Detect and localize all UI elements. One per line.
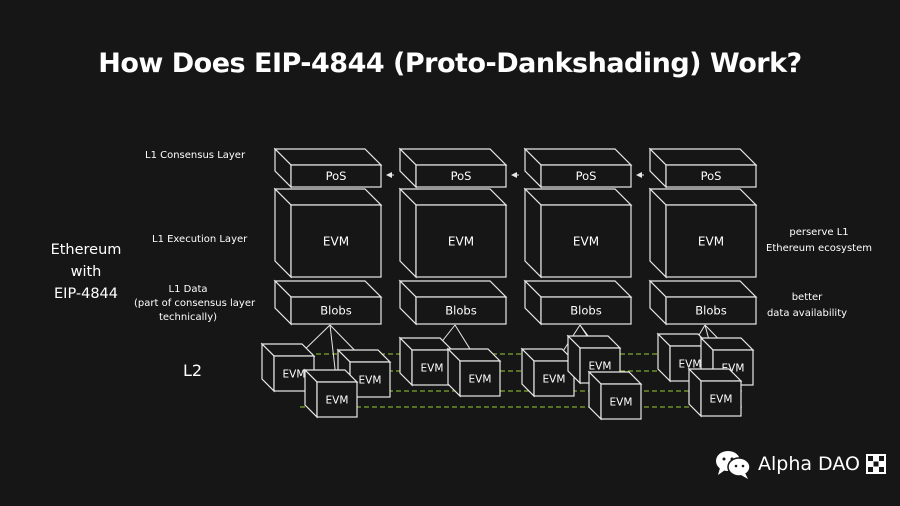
l2-evm-box-3-2-label: EVM xyxy=(589,360,612,372)
pos-box-4-label: PoS xyxy=(701,169,722,183)
page-title: How Does EIP-4844 (Proto-Dankshading) Wo… xyxy=(98,48,802,79)
evm-box-4-label: EVM xyxy=(698,234,724,248)
pos-box-3-top-face xyxy=(523,148,633,166)
ethereum-label-line-2: with xyxy=(70,264,102,280)
l2-evm-box-1-2-label: EVM xyxy=(359,374,382,386)
wechat-icon xyxy=(716,451,751,479)
side-note-ecosystem-line-1: perserve L1 xyxy=(789,227,849,238)
l2-label: L2 xyxy=(183,361,203,380)
watermark: Alpha DAO xyxy=(714,446,886,482)
pos-box-1: PoS xyxy=(273,147,383,189)
blobs-box-2-front-face xyxy=(415,296,507,325)
evm-box-2-front-face xyxy=(415,204,507,278)
pos-box-2-top-face xyxy=(398,148,508,166)
evm-box-3-front-face xyxy=(540,204,632,278)
l2-evm-box-3-3: EVM xyxy=(587,370,643,421)
blobs-box-2: Blobs xyxy=(398,279,508,326)
evm-box-3-side-face xyxy=(524,187,542,279)
blobs-box-3-front-face xyxy=(540,296,632,325)
pos-box-1-label: PoS xyxy=(326,169,347,183)
evm-box-1-front-face xyxy=(290,204,382,278)
l2-evm-box-3-1-front-face xyxy=(533,360,575,397)
blobs-box-4-top-face xyxy=(648,280,758,298)
evm-box-4-side-face xyxy=(649,187,667,279)
pos-box-3-label: PoS xyxy=(576,169,597,183)
l2-evm-box-1-3: EVM xyxy=(303,368,359,419)
data-layer-line-2: (part of consensus layer xyxy=(134,298,256,309)
evm-box-4-top-face xyxy=(648,188,758,206)
l2-evm-box-1-1: EVM xyxy=(260,342,316,393)
data-layer-line-3: technically) xyxy=(158,312,218,323)
evm-box-1: EVM xyxy=(273,187,383,279)
blobs-box-3: Blobs xyxy=(523,279,633,326)
blobs-box-3-label: Blobs xyxy=(570,304,601,318)
l2-evm-box-3-1-label: EVM xyxy=(543,373,566,385)
data-layer-line-1: L1 Data xyxy=(168,284,208,295)
l2-evm-box-2-2: EVM xyxy=(446,347,502,398)
evm-box-4: EVM xyxy=(648,187,758,279)
checker-logo-icon xyxy=(865,454,886,474)
blobs-box-4: Blobs xyxy=(648,279,758,326)
l2-evm-box-1-3-label: EVM xyxy=(326,394,349,406)
l2-evm-box-1-3-front-face xyxy=(316,381,358,418)
data-layer-label: L1 Data (part of consensus layer technic… xyxy=(134,283,256,325)
evm-box-1-side-face xyxy=(274,187,292,279)
execution-layer-label: L1 Execution Layer xyxy=(152,234,248,245)
blobs-box-2-top-face xyxy=(398,280,508,298)
watermark-text: Alpha DAO xyxy=(758,453,860,475)
side-note-availability-line-2: data availability xyxy=(766,308,848,319)
blobs-box-4-front-face xyxy=(665,296,757,325)
pos-box-2-front-face xyxy=(415,164,507,188)
side-note-ecosystem: perserve L1 Ethereum ecosystem xyxy=(749,225,889,257)
blobs-box-1-top-face xyxy=(273,280,383,298)
ethereum-label-line-1: Ethereum xyxy=(50,242,122,258)
l2-evm-box-2-2-label: EVM xyxy=(469,373,492,385)
consensus-layer-label: L1 Consensus Layer xyxy=(145,150,246,161)
pos-box-4-front-face xyxy=(665,164,757,188)
blobs-box-1: Blobs xyxy=(273,279,383,326)
side-note-ecosystem-line-2: Ethereum ecosystem xyxy=(766,243,872,254)
blobs-box-3-top-face xyxy=(523,280,633,298)
evm-box-3-label: EVM xyxy=(573,234,599,248)
side-note-availability-line-1: better xyxy=(791,292,823,303)
ethereum-label-line-3: EIP-4844 xyxy=(54,286,118,302)
evm-box-4-front-face xyxy=(665,204,757,278)
evm-box-1-top-face xyxy=(273,188,383,206)
evm-box-2-side-face xyxy=(399,187,417,279)
l2-evm-box-2-1: EVM xyxy=(398,336,454,387)
l2-evm-box-2-2-front-face xyxy=(459,360,501,397)
blobs-box-1-front-face xyxy=(290,296,382,325)
l2-evm-box-4-1-label: EVM xyxy=(679,358,702,370)
pos-box-2-label: PoS xyxy=(451,169,472,183)
evm-box-2-top-face xyxy=(398,188,508,206)
pos-box-3-front-face xyxy=(540,164,632,188)
l2-evm-box-4-3-front-face xyxy=(700,380,742,417)
evm-box-2: EVM xyxy=(398,187,508,279)
pos-box-4-top-face xyxy=(648,148,758,166)
l2-evm-box-3-3-label: EVM xyxy=(610,396,633,408)
l2-evm-box-3-3-front-face xyxy=(600,383,642,420)
l2-evm-box-1-1-label: EVM xyxy=(283,368,306,380)
blobs-box-1-label: Blobs xyxy=(320,304,351,318)
l2-evm-box-4-3: EVM xyxy=(687,367,743,418)
evm-box-3-top-face xyxy=(523,188,633,206)
side-note-availability: better data availability xyxy=(737,290,877,322)
blobs-box-2-label: Blobs xyxy=(445,304,476,318)
evm-box-2-label: EVM xyxy=(448,234,474,248)
pos-box-1-front-face xyxy=(290,164,382,188)
ethereum-label: Ethereum with EIP-4844 xyxy=(36,239,136,305)
l2-evm-box-2-1-label: EVM xyxy=(421,362,444,374)
pos-box-4: PoS xyxy=(648,147,758,189)
blobs-box-4-label: Blobs xyxy=(695,304,726,318)
evm-box-1-label: EVM xyxy=(323,234,349,248)
pos-box-2: PoS xyxy=(398,147,508,189)
l2-evm-box-4-3-label: EVM xyxy=(710,393,733,405)
pos-box-3: PoS xyxy=(523,147,633,189)
pos-box-1-top-face xyxy=(273,148,383,166)
evm-box-3: EVM xyxy=(523,187,633,279)
l2-evm-box-3-1: EVM xyxy=(520,347,576,398)
